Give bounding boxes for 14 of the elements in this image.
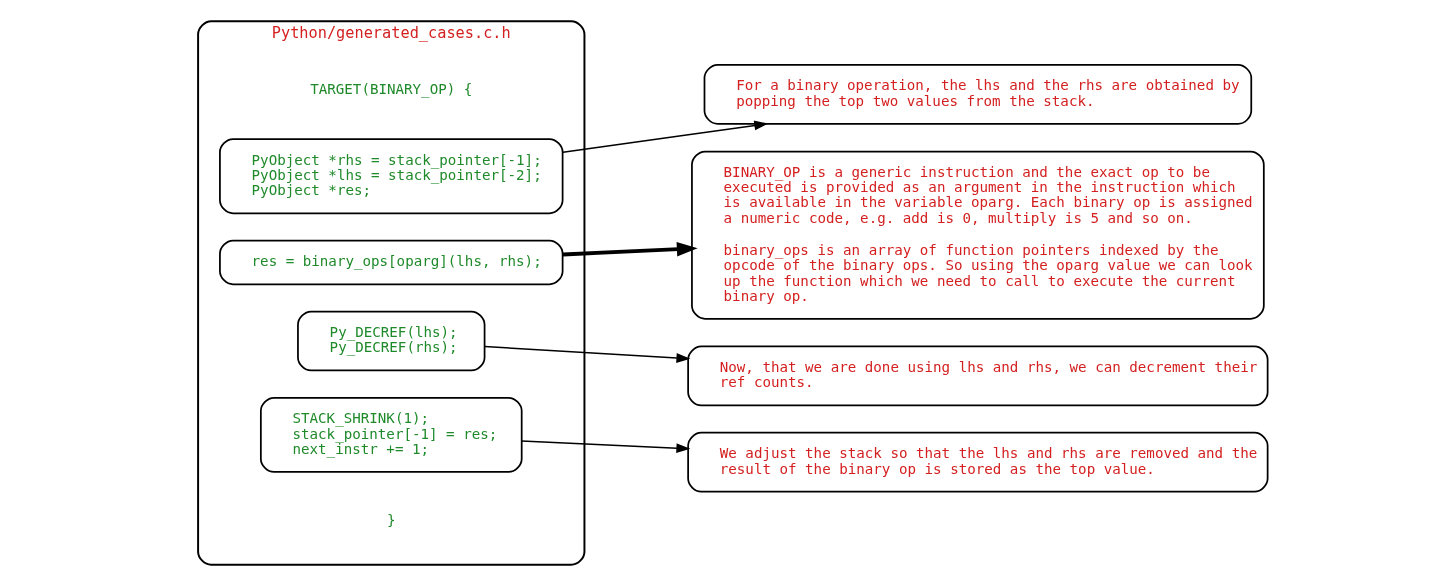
node-box: res = binary_ops[oparg](lhs, rhs);: [218, 239, 563, 286]
arrow: [520, 440, 690, 454]
arrow: [562, 241, 698, 257]
arrow: [483, 345, 690, 363]
node-box: Py_DECREF(lhs); Py_DECREF(rhs);: [296, 310, 485, 372]
node-box: BINARY_OP is a generic instruction and the exact op to be executed is provided as an argument in the instruction which is available in the variable oparg. Each binary op is assigned a numeric code, e.g. add is 0, multiply is 5 and so on. binary_ops is an array of function pointers indexed by the opcode of the binary ops. So using the oparg value we can look up the function which we need to call to execute the current binary op.: [690, 150, 1265, 320]
node-box: STACK_SHRINK(1); stack_pointer[-1] = res; next_instr += 1;: [259, 396, 523, 473]
node-box: We adjust the stack so that the lhs and rhs are removed and the result of the binary op is stored as the top value.: [686, 431, 1268, 493]
label: }: [386, 511, 396, 528]
node-box: Now, that we are done using lhs and rhs, we can decrement their ref counts.: [686, 345, 1268, 407]
node-box: For a binary operation, the lhs and the rhs are obtained by popping the top two values from the stack.: [703, 64, 1252, 125]
node-box: PyObject *rhs = stack_pointer[-1]; PyObject *lhs = stack_pointer[-2]; PyObject *res;: [218, 138, 563, 215]
arrow: [561, 120, 768, 154]
label: TARGET(BINARY_OP) {: [309, 80, 472, 97]
